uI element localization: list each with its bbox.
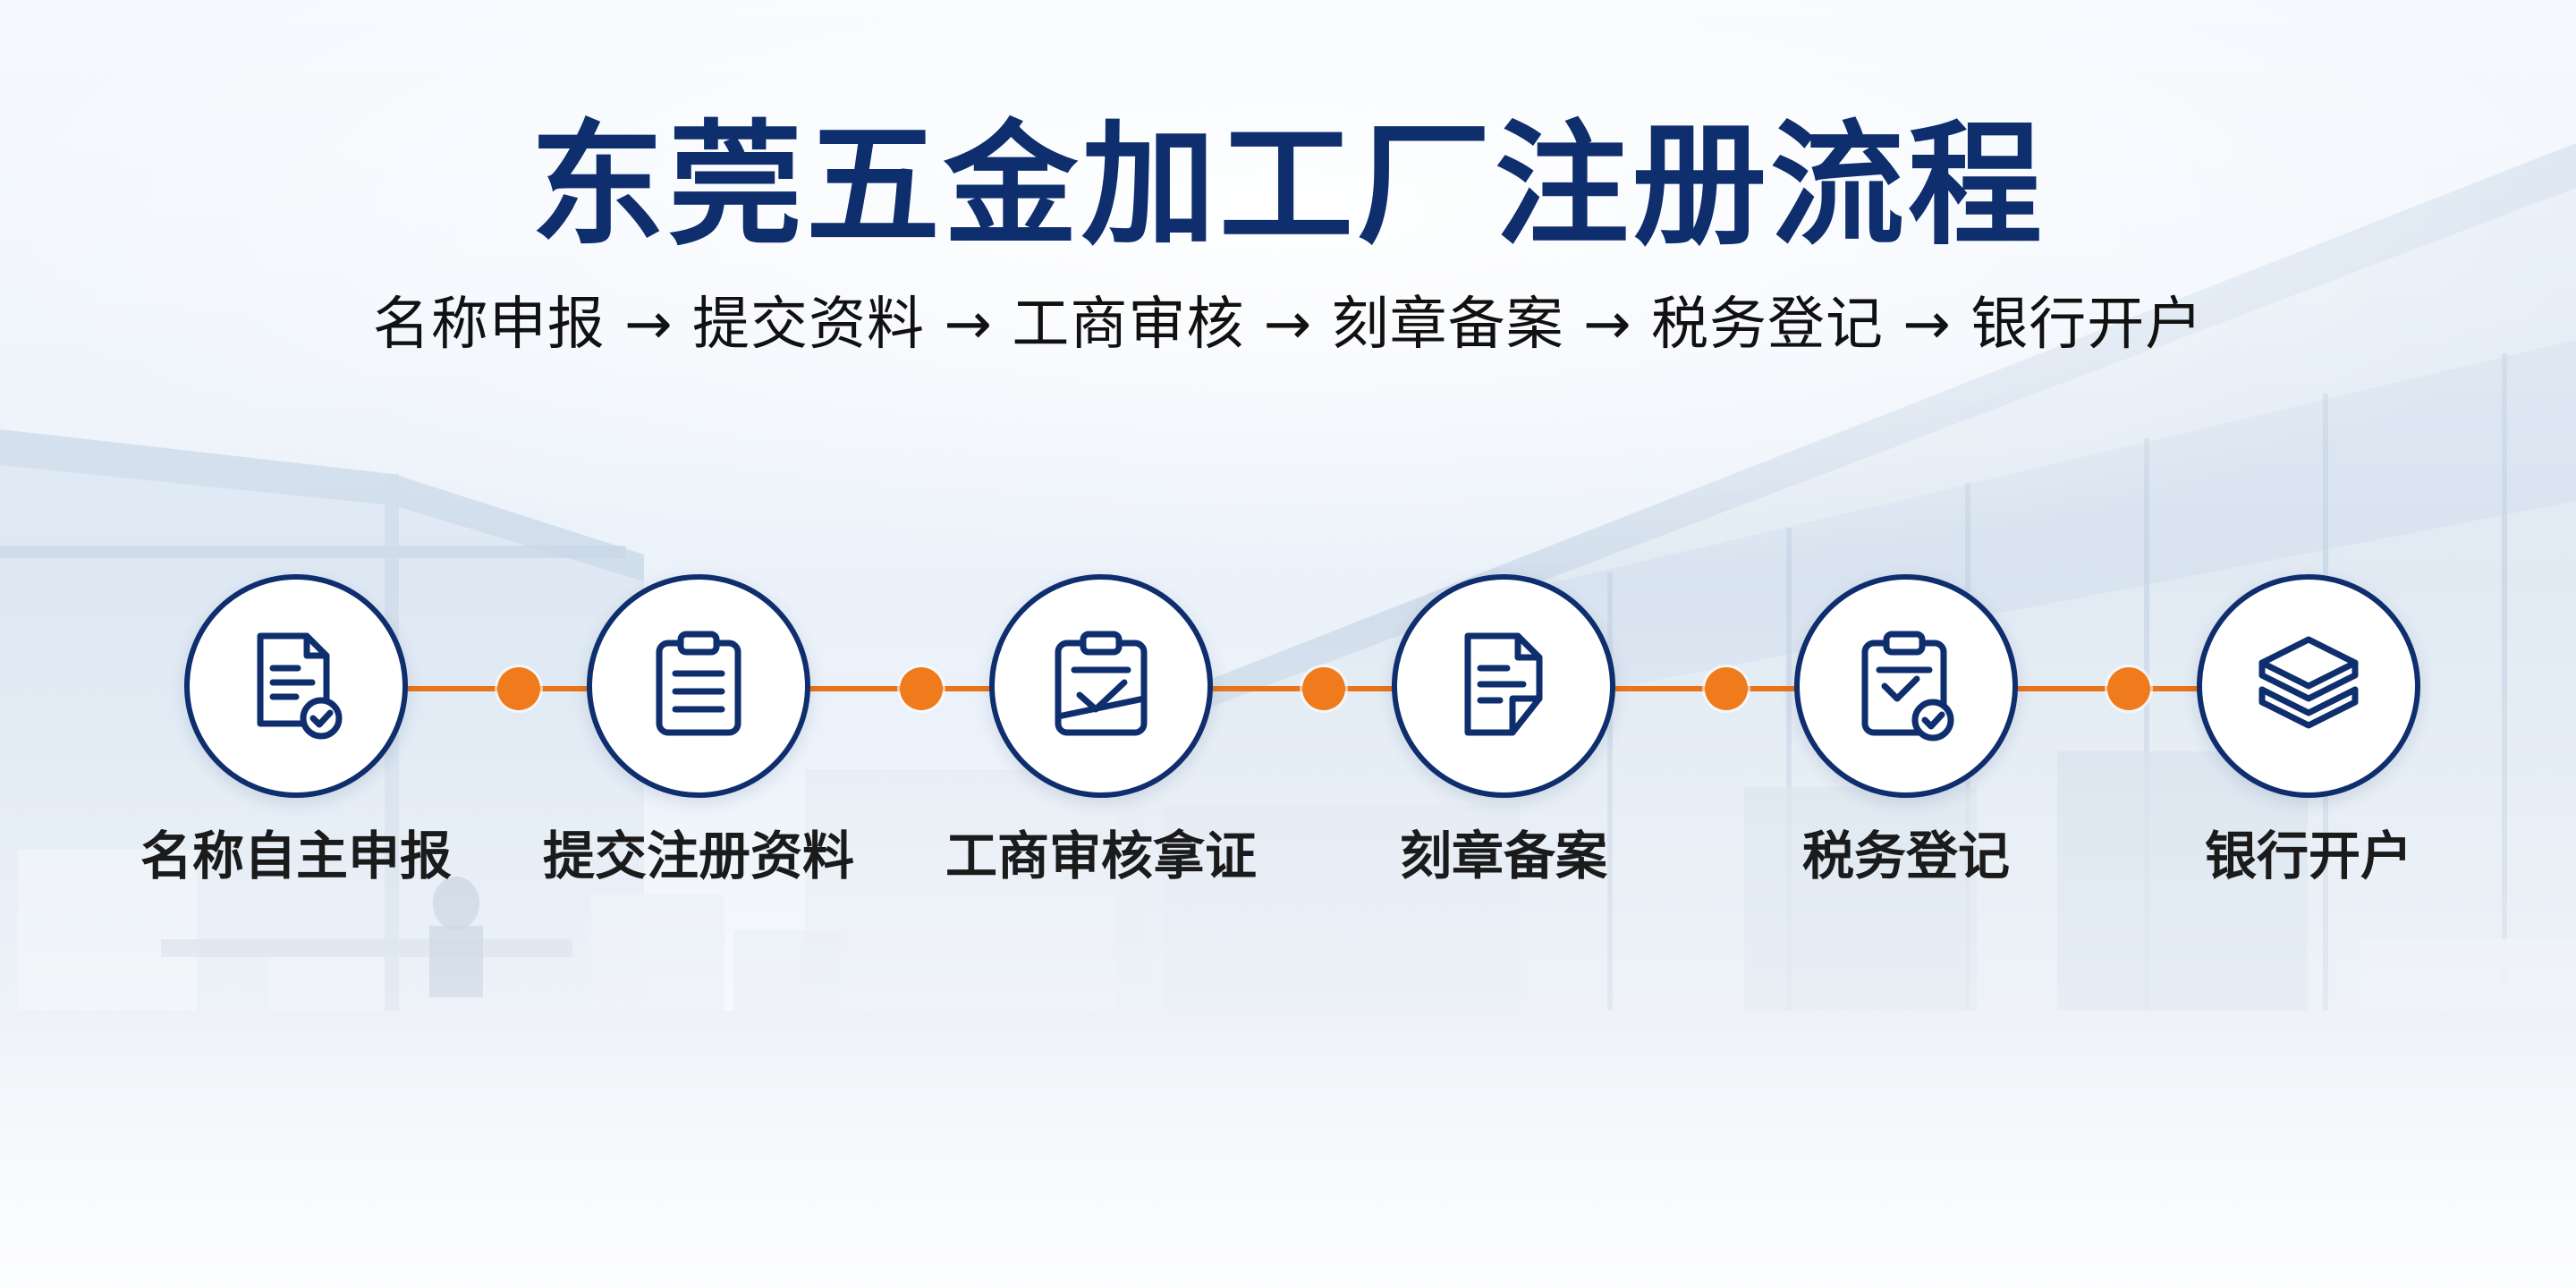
step-circle <box>2197 574 2420 798</box>
step-label: 工商审核拿证 <box>945 826 1257 886</box>
document-check-icon <box>257 632 343 740</box>
step-4: 刻章备案 <box>1369 574 1638 887</box>
step-circle <box>184 574 408 798</box>
step-label: 提交注册资料 <box>542 826 854 886</box>
step-2: 提交注册资料 <box>543 574 854 887</box>
document-folded-icon <box>1464 632 1543 736</box>
step-circle <box>1794 574 2018 798</box>
step-circle <box>587 574 810 798</box>
connector-dot <box>1302 667 1345 710</box>
step-label: 刻章备案 <box>1399 826 1607 886</box>
step-3: 工商审核拿证 <box>945 574 1257 887</box>
page-title: 东莞五金加工厂注册流程 <box>530 108 2046 264</box>
step-6: 银行开户 <box>2174 574 2443 887</box>
process-summary: 名称申报 → 提交资料 → 工商审核 → 刻章备案 → 税务登记 → 银行开户 <box>372 292 2204 358</box>
connector-dot <box>2107 667 2150 710</box>
step-label: 银行开户 <box>2204 826 2412 886</box>
connector-dot <box>1705 667 1748 710</box>
step-label: 税务登记 <box>1801 826 2010 886</box>
step-label: 名称自主申报 <box>140 826 452 886</box>
connector-dot <box>900 667 943 710</box>
step-circle <box>989 574 1213 798</box>
layers-icon <box>2258 636 2359 729</box>
clipboard-check-icon <box>1055 631 1148 736</box>
step-circle <box>1392 574 1615 798</box>
clipboard-list-icon <box>656 631 741 736</box>
step-1: 名称自主申报 <box>140 574 452 887</box>
clipboard-badge-icon <box>1861 631 1954 741</box>
connector-dot <box>497 667 540 710</box>
step-5: 税务登记 <box>1772 574 2040 887</box>
